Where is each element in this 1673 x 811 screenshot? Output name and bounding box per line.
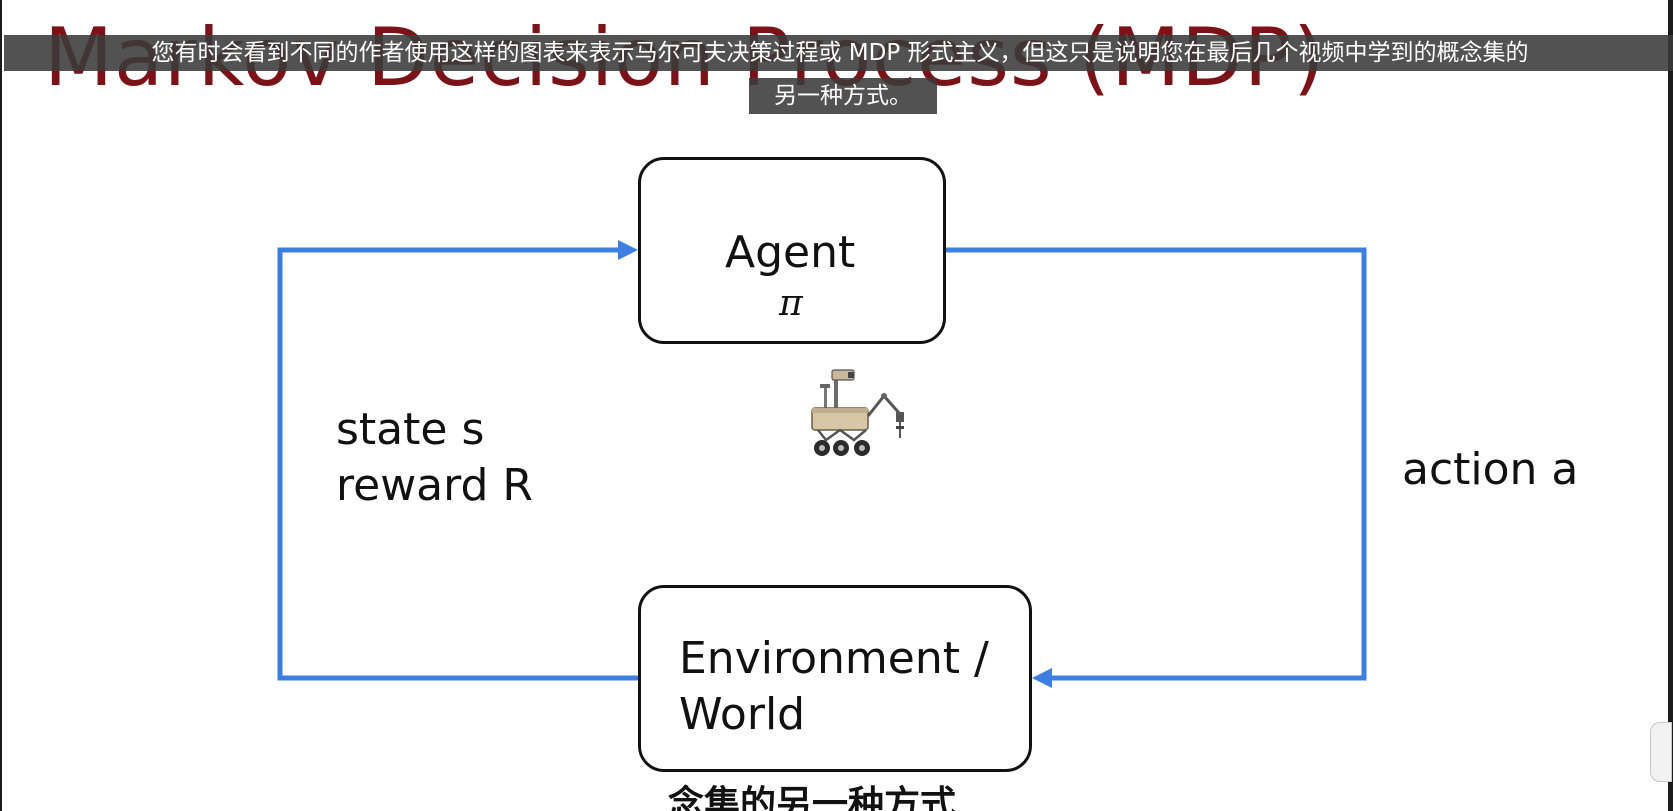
action-arrowhead (1032, 668, 1052, 688)
environment-box: Environment / World (638, 585, 1032, 772)
agent-label: Agent (725, 227, 856, 278)
reward-label: reward R (336, 460, 533, 511)
action-arrow-line (946, 247, 1367, 681)
policy-symbol: π (779, 283, 803, 324)
burned-in-subtitle-partial: 念集的另一种方式 (668, 784, 957, 811)
state-reward-arrowhead (618, 240, 638, 260)
state-reward-arrow-line (277, 247, 640, 681)
agent-box: Agent π (638, 157, 946, 344)
mars-rover-icon (811, 369, 904, 456)
environment-label-line-1: Environment / (679, 633, 989, 684)
frame-edge-right (1668, 0, 1673, 811)
frame-edge-left (0, 0, 2, 811)
action-label: action a (1402, 444, 1579, 495)
side-panel-tab[interactable] (1650, 722, 1672, 782)
environment-label-line-2: World (679, 689, 806, 740)
state-label: state s (336, 404, 485, 455)
caption-line-1: 您有时会看到不同的作者使用这样的图表来表示马尔可夫决策过程或 MDP 形式主义，… (4, 35, 1673, 71)
caption-line-2: 另一种方式。 (749, 78, 937, 114)
